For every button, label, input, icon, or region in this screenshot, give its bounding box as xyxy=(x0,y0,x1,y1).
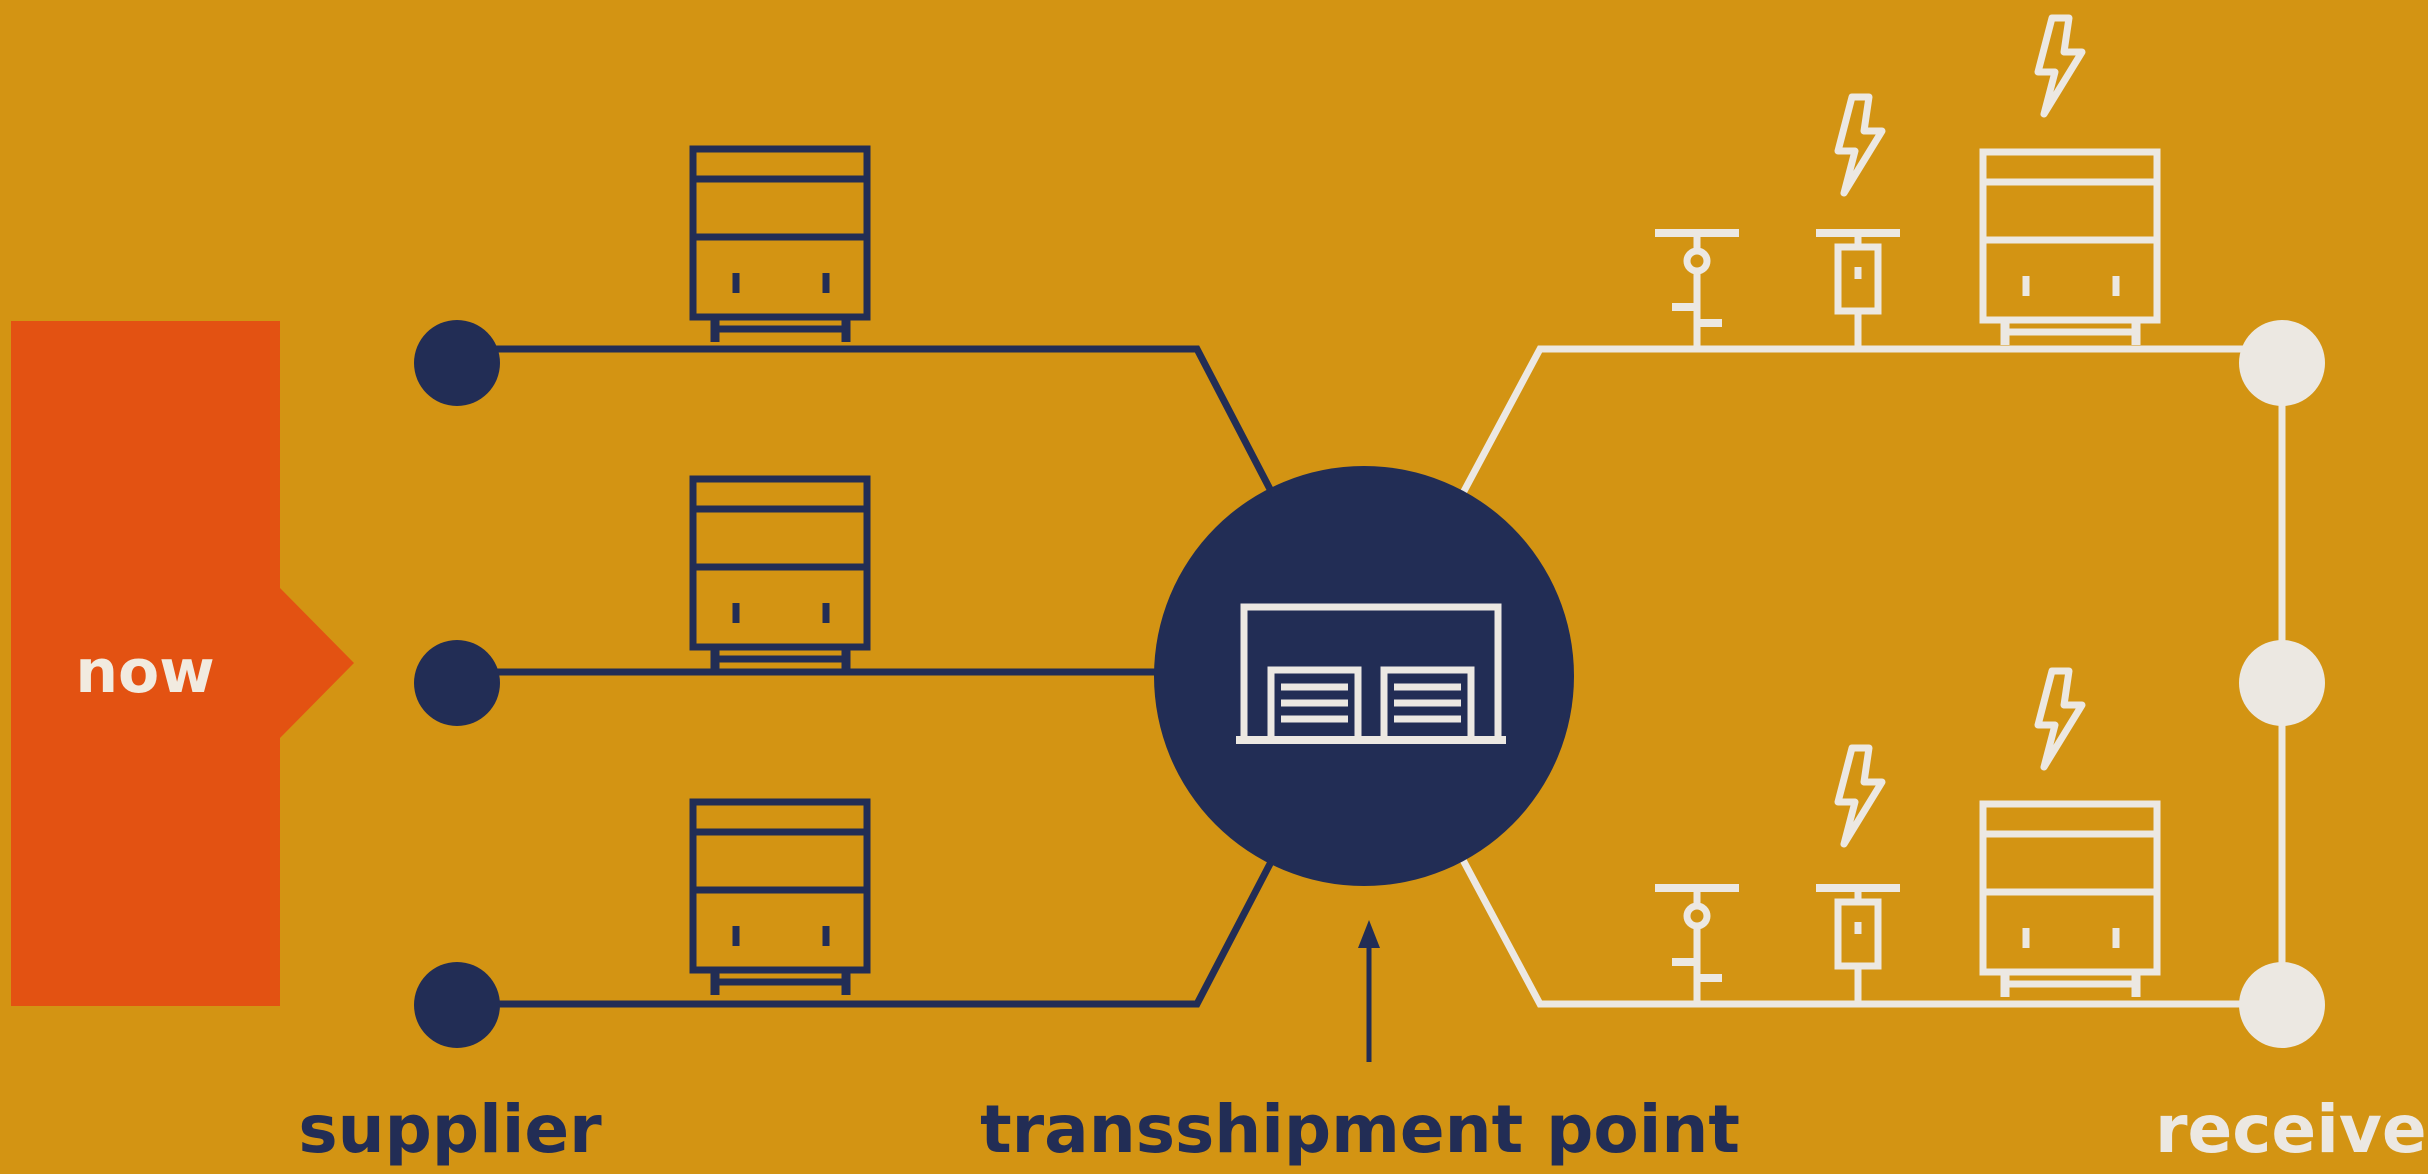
arrow-up-icon xyxy=(1358,920,1380,1062)
lightning-icon xyxy=(2038,671,2082,767)
charging-station-icon xyxy=(1816,888,1900,1004)
now-banner xyxy=(11,321,354,1006)
supplier-label: supplier xyxy=(298,1091,602,1168)
now-label: now xyxy=(75,637,215,707)
charging-station-icon xyxy=(1816,233,1900,349)
receiver-label: receiver xyxy=(2155,1091,2428,1168)
receiver-nodes xyxy=(2239,320,2325,1048)
receiver-route-bottom xyxy=(1459,858,2282,1008)
supplier-node xyxy=(414,320,500,406)
receiver-node xyxy=(2239,320,2325,406)
truck-icon xyxy=(693,479,867,672)
supplier-trucks xyxy=(693,149,867,995)
receiver-node xyxy=(2239,962,2325,1048)
electric-truck-icon xyxy=(1983,152,2157,345)
supplier-route-bottom xyxy=(457,858,1276,1008)
lightning-icon xyxy=(2038,18,2082,114)
truck-icon xyxy=(693,149,867,342)
charging-post-icon xyxy=(1655,233,1739,349)
receiver-route-top xyxy=(1459,345,2282,495)
transshipment-hub xyxy=(1154,466,1574,886)
supplier-routes xyxy=(457,345,1276,1008)
truck-icon xyxy=(693,802,867,995)
supplier-nodes xyxy=(414,320,500,1048)
lightning-icon xyxy=(1838,97,1882,193)
warehouse-icon xyxy=(1236,603,1506,744)
receiver-infrastructure xyxy=(1655,18,2157,1004)
receiver-node xyxy=(2239,640,2325,726)
electric-truck-icon xyxy=(1983,804,2157,997)
hub-circle xyxy=(1154,466,1574,886)
supplier-node xyxy=(414,640,500,726)
supplier-route-top xyxy=(457,345,1276,495)
lightning-icon xyxy=(1838,748,1882,844)
charging-post-icon xyxy=(1655,888,1739,1004)
supplier-node xyxy=(414,962,500,1048)
transshipment-point-label: transshipment point xyxy=(980,1091,1740,1168)
